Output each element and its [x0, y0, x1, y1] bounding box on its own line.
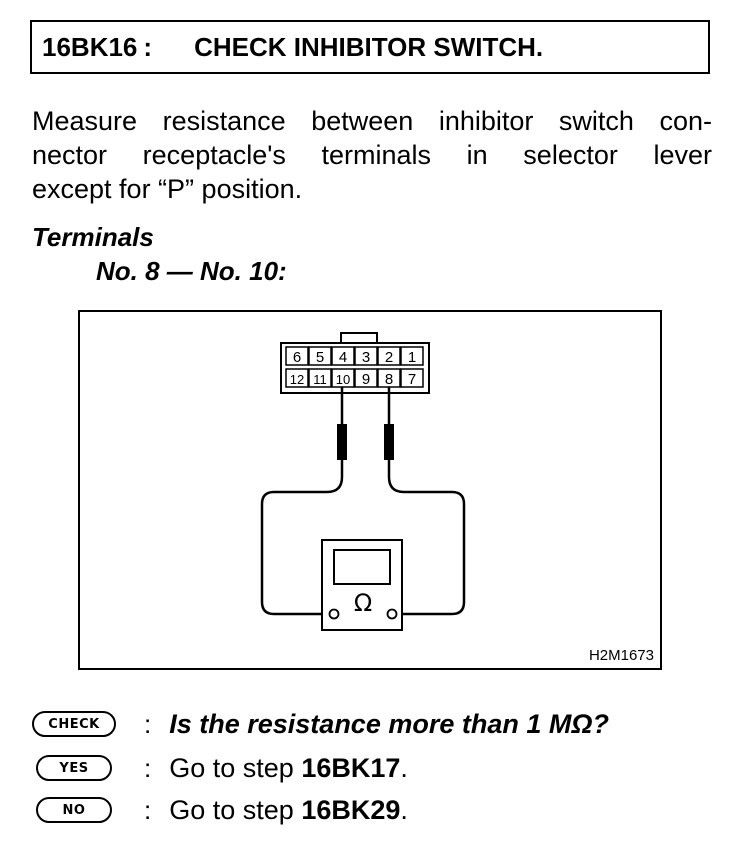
yes-colon: : — [144, 752, 152, 783]
pin-label: 5 — [316, 349, 324, 366]
no-row: NO : Go to step 16BK29. — [32, 793, 408, 827]
yes-badge: YES — [36, 755, 112, 781]
pin-label: 9 — [362, 371, 370, 388]
pin-label: 10 — [336, 372, 350, 387]
wiring-figure: 6 5 4 3 2 1 12 11 10 9 8 7 Ω — [78, 310, 662, 670]
step-code-colon: : — [143, 31, 153, 62]
no-colon: : — [144, 794, 152, 825]
yes-action: Go to step 16BK17. — [169, 753, 408, 784]
terminals-value: No. 8 — No. 10: — [96, 256, 287, 286]
no-badge: NO — [36, 797, 112, 823]
probe-wires — [260, 387, 466, 616]
meter-jack-left — [328, 608, 340, 620]
no-action: Go to step 16BK29. — [169, 795, 408, 826]
yes-target-step: 16BK17 — [301, 752, 401, 783]
meter-display — [333, 549, 391, 585]
instruction-line: Measure resistance between inhibitor swi… — [32, 106, 712, 136]
no-suffix: . — [400, 794, 408, 825]
pin-label: 3 — [362, 349, 370, 366]
figure-code: H2M1673 — [588, 647, 654, 664]
probe-grip-right — [384, 424, 394, 460]
step-title: CHECK INHIBITOR SWITCH. — [194, 31, 544, 62]
step-header: 16BK16 : CHECK INHIBITOR SWITCH. — [30, 20, 710, 74]
pin-label: 11 — [313, 372, 327, 387]
no-prefix: Go to step — [169, 794, 302, 825]
instruction-text: Measure resistance between inhibitor swi… — [32, 104, 712, 206]
yes-suffix: . — [400, 752, 408, 783]
wiring-diagram: 6 5 4 3 2 1 12 11 10 9 8 7 Ω — [260, 332, 466, 631]
check-badge: CHECK — [32, 711, 116, 737]
probe-grip-left — [337, 424, 347, 460]
terminals-heading: Terminals — [32, 222, 154, 252]
pin-label: 2 — [385, 349, 393, 366]
ohm-symbol: Ω — [354, 589, 372, 617]
instruction-line: nector receptacle's terminals in selecto… — [32, 140, 712, 170]
step-code: 16BK16 — [42, 31, 138, 62]
check-row: CHECK : Is the resistance more than 1 MΩ… — [32, 707, 609, 741]
pin-label: 6 — [293, 349, 301, 366]
pin-label: 7 — [408, 371, 416, 388]
instruction-line: except for “P” position. — [32, 174, 303, 204]
yes-prefix: Go to step — [169, 752, 302, 783]
pin-label: 12 — [290, 372, 304, 387]
pin-label: 1 — [408, 349, 416, 366]
check-colon: : — [144, 708, 152, 739]
yes-row: YES : Go to step 16BK17. — [32, 751, 408, 785]
no-target-step: 16BK29 — [301, 794, 401, 825]
meter-jack-right — [386, 608, 398, 620]
pin-label: 4 — [339, 349, 347, 366]
check-question: Is the resistance more than 1 MΩ? — [169, 708, 609, 739]
pin-label: 8 — [385, 371, 393, 388]
